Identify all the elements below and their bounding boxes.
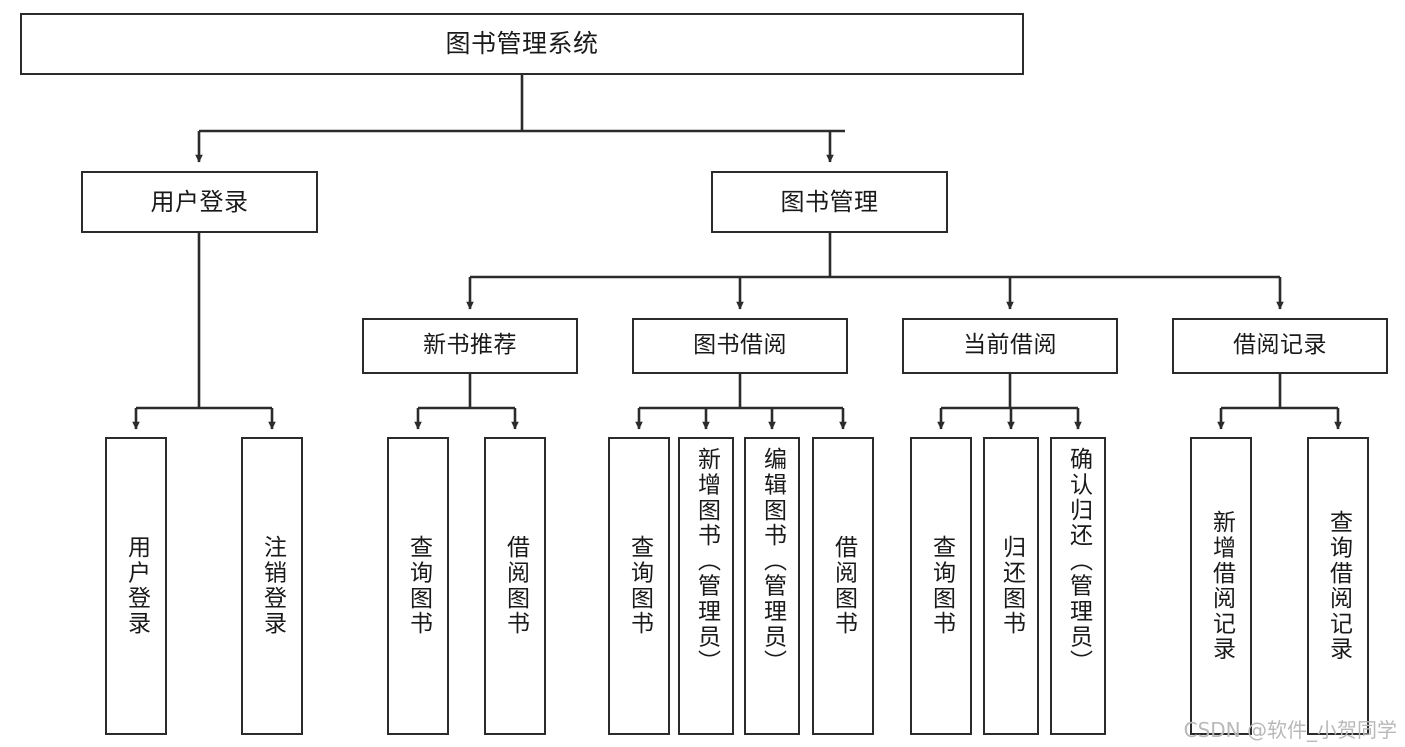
leaf-user-login-label: 用户登录 xyxy=(123,535,150,637)
node-book-management[interactable]: 图书管理 xyxy=(711,171,948,233)
leaf-borrow-book-label: 借阅图书 xyxy=(830,535,857,637)
leaf-edit-book-admin[interactable]: 编辑图书（管理员） xyxy=(744,437,800,735)
leaf-add-book-admin[interactable]: 新增图书（管理员） xyxy=(678,437,734,735)
leaf-confirm-return-admin-label: 确认归还（管理员） xyxy=(1065,447,1092,675)
node-book-borrow[interactable]: 图书借阅 xyxy=(632,318,848,374)
leaf-add-borrow-record[interactable]: 新增借阅记录 xyxy=(1190,437,1252,735)
node-root-label: 图书管理系统 xyxy=(445,29,599,59)
leaf-query-book-new[interactable]: 查询图书 xyxy=(387,437,449,735)
leaf-query-book-borrow-label: 查询图书 xyxy=(626,535,653,637)
leaf-query-borrow-record-label: 查询借阅记录 xyxy=(1325,510,1352,662)
node-book-management-label: 图书管理 xyxy=(780,187,879,216)
node-borrow-record[interactable]: 借阅记录 xyxy=(1172,318,1388,374)
node-current-borrow[interactable]: 当前借阅 xyxy=(902,318,1118,374)
leaf-borrow-book-new-label: 借阅图书 xyxy=(502,535,529,637)
leaf-user-login[interactable]: 用户登录 xyxy=(105,437,167,735)
leaf-return-book[interactable]: 归还图书 xyxy=(983,437,1039,735)
leaf-query-book-new-label: 查询图书 xyxy=(405,535,432,637)
leaf-confirm-return-admin[interactable]: 确认归还（管理员） xyxy=(1050,437,1106,735)
leaf-query-book-current-label: 查询图书 xyxy=(928,535,955,637)
node-new-book-recommend-label: 新书推荐 xyxy=(423,332,517,359)
leaf-query-book-current[interactable]: 查询图书 xyxy=(910,437,972,735)
watermark: CSDN @软件_小贺同学 xyxy=(1183,718,1397,742)
leaf-borrow-book[interactable]: 借阅图书 xyxy=(812,437,874,735)
leaf-add-book-admin-label: 新增图书（管理员） xyxy=(693,447,720,675)
node-user-login[interactable]: 用户登录 xyxy=(81,171,318,233)
node-current-borrow-label: 当前借阅 xyxy=(963,332,1057,359)
leaf-add-borrow-record-label: 新增借阅记录 xyxy=(1208,510,1235,662)
node-new-book-recommend[interactable]: 新书推荐 xyxy=(362,318,578,374)
node-user-login-label: 用户登录 xyxy=(150,187,249,216)
leaf-query-borrow-record[interactable]: 查询借阅记录 xyxy=(1307,437,1369,735)
node-book-borrow-label: 图书借阅 xyxy=(693,332,787,359)
leaf-query-book-borrow[interactable]: 查询图书 xyxy=(608,437,670,735)
leaf-logout-login-label: 注销登录 xyxy=(259,535,286,637)
node-borrow-record-label: 借阅记录 xyxy=(1233,332,1327,359)
leaf-return-book-label: 归还图书 xyxy=(998,535,1025,637)
leaf-borrow-book-new[interactable]: 借阅图书 xyxy=(484,437,546,735)
leaf-logout-login[interactable]: 注销登录 xyxy=(241,437,303,735)
node-root[interactable]: 图书管理系统 xyxy=(20,13,1024,75)
leaf-edit-book-admin-label: 编辑图书（管理员） xyxy=(759,447,786,675)
